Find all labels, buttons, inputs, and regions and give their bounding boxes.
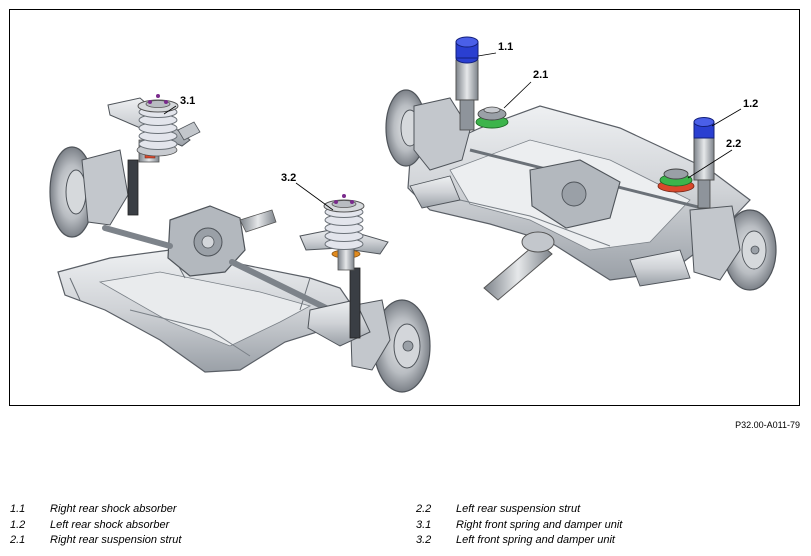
left-rear-shock-absorber (693, 117, 715, 209)
left-front-spring-damper-unit (323, 194, 365, 339)
legend-number: 1.2 (10, 518, 26, 531)
legend-item: 3.2 Left front spring and damper unit (416, 533, 622, 549)
right-front-spring-damper-unit (127, 94, 179, 216)
legend-item: 1.2 Left rear shock absorber (10, 518, 181, 534)
legend-text: Right front spring and damper unit (456, 518, 623, 531)
legend-text: Right rear suspension strut (50, 534, 182, 546)
legend-item: 1.1 Right rear shock absorber (10, 502, 181, 518)
legend-item: 2.2 Left rear suspension strut (416, 502, 622, 518)
callout-3-1: 3.1 (180, 95, 195, 107)
suspension-illustration: 1.1 2.1 1.2 2.2 3.1 3.2 (49, 36, 777, 393)
callout-2-2: 2.2 (726, 138, 741, 150)
legend-item: 2.1 Right rear suspension strut (10, 533, 181, 549)
left-rear-suspension-strut (657, 168, 695, 193)
propeller-shaft (483, 241, 553, 301)
legend-text: Left rear suspension strut (456, 503, 581, 515)
right-rear-shock-absorber (455, 36, 479, 131)
legend-text: Right rear shock absorber (50, 503, 177, 515)
callout-3-2: 3.2 (281, 172, 296, 184)
legend-number: 1.1 (10, 503, 26, 515)
legend-number: 3.1 (416, 518, 432, 531)
legend-number: 3.2 (416, 534, 432, 546)
legend-text: Left rear shock absorber (50, 518, 170, 531)
right-rear-suspension-strut (475, 106, 509, 129)
front-axle-assembly (49, 94, 431, 393)
diagram-frame: 1.1 2.1 1.2 2.2 3.1 3.2 (9, 9, 800, 406)
callout-1-1: 1.1 (498, 41, 513, 53)
legend-item: 3.1 Right front spring and damper unit (416, 518, 622, 534)
legend-right-column: 2.2 Left rear suspension strut 3.1 Right f… (416, 502, 622, 549)
callout-1-2: 1.2 (743, 98, 758, 110)
figure-code: P32.00-A011-79 (735, 420, 800, 430)
legend-left-column: 1.1 Right rear shock absorber 1.2 Left rea… (10, 502, 181, 549)
callout-2-1: 2.1 (533, 69, 548, 81)
legend-number: 2.2 (416, 503, 432, 515)
callout-leaders (163, 52, 742, 211)
rear-axle-assembly (385, 36, 777, 301)
legend-number: 2.1 (10, 534, 26, 546)
legend-text: Left front spring and damper unit (456, 534, 615, 546)
